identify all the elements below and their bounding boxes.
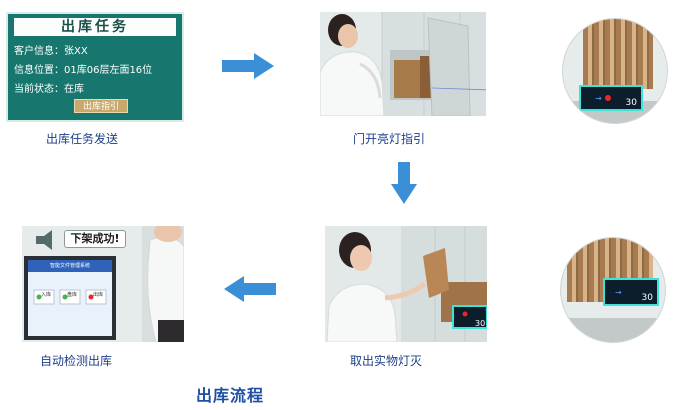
tag-detail-magnifier: → 30 (562, 18, 668, 124)
arrow-left-icon (224, 276, 276, 302)
archive-files-graphic (583, 19, 653, 89)
task-row-label: 当前状态： (14, 84, 64, 95)
door-light-guide-illustration (320, 12, 486, 116)
terminal-scene-graphic (22, 226, 184, 342)
tag-number: 30 (625, 98, 637, 108)
task-card-title: 出库任务 (14, 18, 176, 36)
task-row-status: 当前状态：在库 (14, 80, 184, 99)
arrow-right-icon (222, 53, 274, 79)
task-row-value: 01库06层左面16位 (64, 65, 153, 76)
task-row-value: 张XX (64, 46, 88, 57)
process-title: 出库流程 (196, 386, 265, 405)
outbound-task-card: 出库任务 客户信息：张XX 信息位置：01库06层左面16位 当前状态：在库 出… (6, 12, 184, 122)
terminal-screen-title: 智能文件管理系统 (49, 263, 90, 269)
terminal-button-inbound[interactable]: 入库 (41, 292, 52, 298)
electronic-tag-lit: → 30 (579, 85, 643, 111)
retrieval-scene-graphic: 30 (325, 226, 487, 342)
task-row-label: 信息位置： (14, 65, 64, 76)
task-row-location: 信息位置：01库06层左面16位 (14, 61, 184, 80)
task-row-label: 客户信息： (14, 46, 64, 57)
arrow-indicator-icon: → (615, 288, 622, 297)
step-1-caption: 出库任务发送 (46, 132, 119, 146)
step-4-caption: 自动检测出库 (40, 354, 113, 368)
task-row-value: 在库 (64, 84, 84, 95)
tag-detail-magnifier-off: → 30 (560, 237, 666, 343)
cabinet-scene-graphic (320, 12, 486, 116)
outbound-guide-button[interactable]: 出库指引 (74, 99, 128, 113)
arrow-indicator-icon: → (595, 94, 602, 103)
terminal-button-outbound[interactable]: 出库 (93, 292, 104, 298)
step-2-caption: 门开亮灯指引 (353, 132, 426, 146)
tag-number: 30 (641, 293, 653, 303)
red-led-icon (605, 95, 611, 101)
success-speech-bubble: 下架成功! (64, 230, 126, 248)
terminal-button-inventory[interactable]: 盘库 (67, 292, 78, 298)
step-3-caption: 取出实物灯灭 (350, 354, 423, 368)
auto-detect-outbound-illustration: 下架成功! 智能文件管理系统 入库 盘库 出库 (22, 226, 184, 342)
arrow-down-icon (391, 162, 417, 204)
small-tag-number: 30 (475, 319, 485, 328)
task-info-list: 客户信息：张XX 信息位置：01库06层左面16位 当前状态：在库 (14, 42, 184, 99)
electronic-tag-off: → 30 (603, 278, 659, 306)
task-row-customer: 客户信息：张XX (14, 42, 184, 61)
take-item-light-off-illustration: 30 (325, 226, 487, 342)
